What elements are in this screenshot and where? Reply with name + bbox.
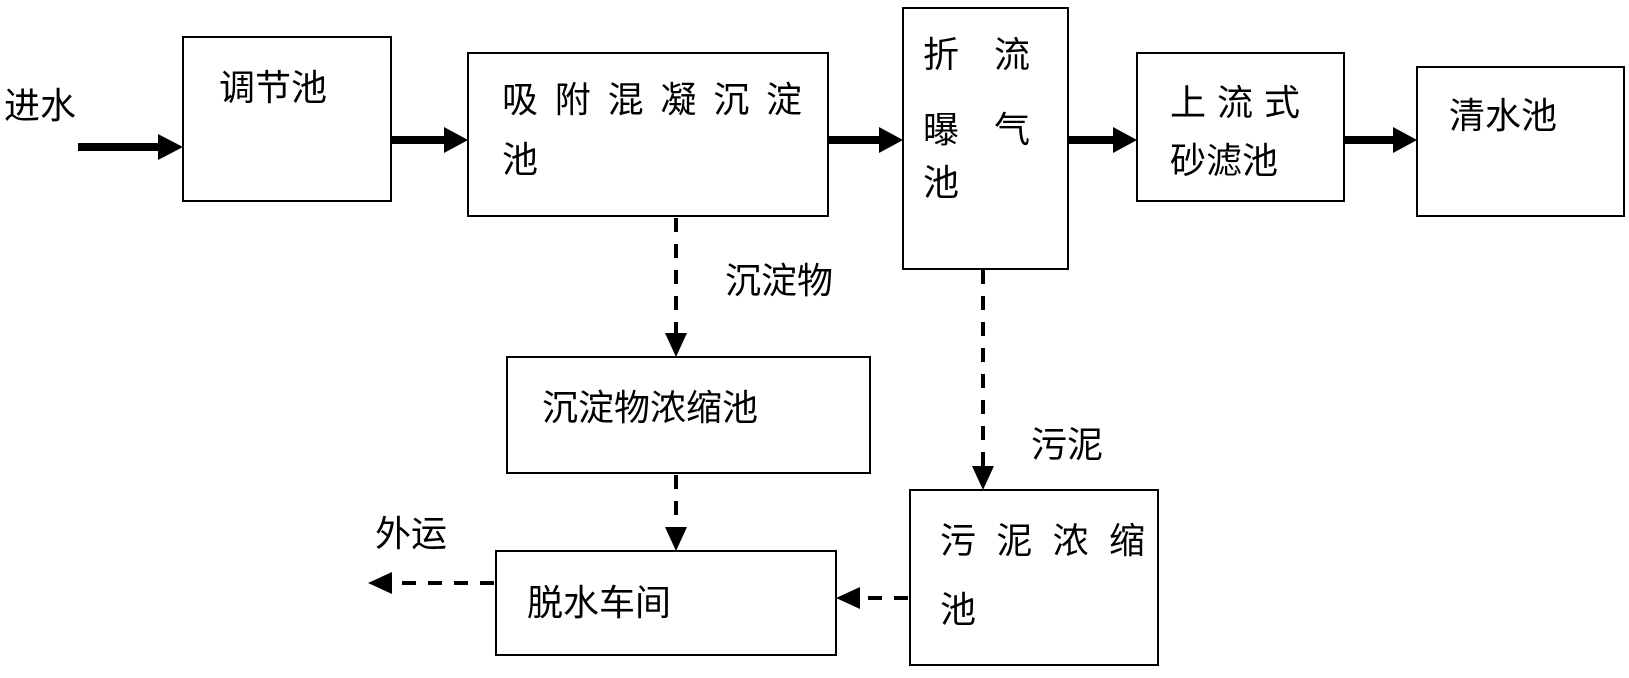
- aeration-tank-char-5: 池: [923, 163, 959, 204]
- inlet-arrow: [78, 134, 183, 160]
- clear-water-tank-label: 清水池: [1449, 96, 1557, 137]
- arrow-sand-filter-to-clear-water: [1344, 127, 1417, 153]
- sludge-thickener-box: [909, 489, 1159, 666]
- aeration-tank-char-4: 气: [994, 110, 1030, 151]
- sediment-thickener-label: 沉淀物浓缩池: [542, 388, 758, 429]
- aeration-tank-char-3: 曝: [923, 110, 959, 151]
- clear-water-tank-box: [1416, 66, 1625, 217]
- arrow-adsorption-to-aeration: [828, 127, 903, 153]
- sludge-thickener-label-line2: 池: [940, 590, 976, 631]
- sludge-dashed-arrow: [972, 270, 994, 490]
- arrow-aeration-to-sand-filter: [1068, 127, 1137, 153]
- sediment-dashed-arrow: [665, 218, 687, 357]
- upflow-sand-filter-label-line2: 砂滤池: [1170, 141, 1278, 182]
- arrow-regulating-to-adsorption: [391, 127, 468, 153]
- baffled-aeration-tank-box: [902, 7, 1069, 270]
- aeration-tank-char-1: 折: [923, 35, 959, 76]
- outbound-label: 外运: [375, 514, 447, 555]
- sediment-label: 沉淀物: [725, 261, 833, 302]
- dewatering-room-box: [495, 550, 837, 656]
- adsorption-coagulation-sedimentation-tank-box: [467, 52, 829, 217]
- aeration-tank-char-2: 流: [994, 35, 1030, 76]
- inlet-label: 进水: [4, 86, 76, 127]
- sediment-thickener-box: [506, 356, 871, 474]
- adsorption-tank-label-line2: 池: [502, 140, 538, 181]
- outbound-dashed-arrow: [368, 572, 494, 594]
- regulating-tank-box: [182, 36, 392, 202]
- dewatering-room-label: 脱水车间: [527, 583, 671, 624]
- thickener-to-dewatering-dashed-arrow: [665, 475, 687, 551]
- sludge-label: 污泥: [1031, 425, 1103, 466]
- upflow-sand-filter-label-line1: 上流式: [1170, 83, 1300, 124]
- sludge-thickener-to-dewatering-dashed-arrow: [836, 587, 908, 609]
- regulating-tank-label: 调节池: [219, 68, 327, 109]
- upflow-sand-filter-box: [1136, 52, 1345, 202]
